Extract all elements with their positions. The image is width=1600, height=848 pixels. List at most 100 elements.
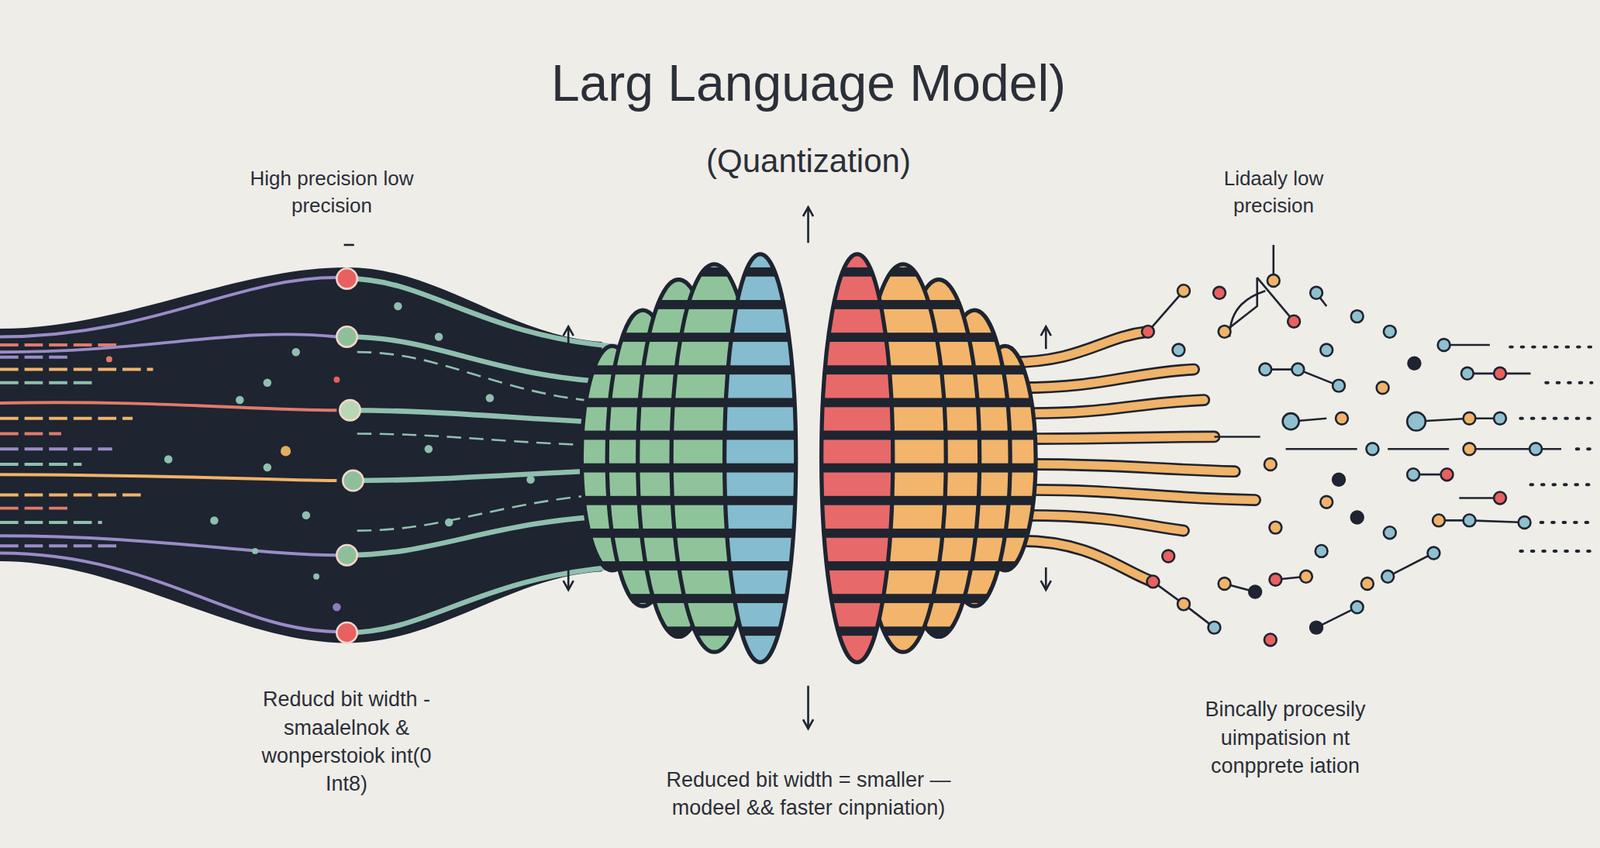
arrow-down [806,686,810,729]
dot [1351,600,1364,614]
dash-line [0,381,92,385]
dot [1320,344,1333,357]
tick-mark [344,244,355,247]
data-dashes [0,344,153,546]
dot [313,573,320,580]
tube [1035,436,1214,439]
node-dot [336,622,357,643]
dot [210,516,219,525]
stripe [561,431,1072,441]
tube [1035,464,1235,472]
dot [263,378,273,387]
subtitle-label: (Quantization) [537,139,1080,184]
stripe [561,463,1072,473]
link-line [1229,290,1266,337]
dot [1218,577,1232,590]
tube-outline [1030,400,1204,414]
stripe [561,626,1072,636]
dot [1320,496,1333,509]
stripe [561,496,1072,506]
dotted-line [1545,381,1592,385]
disc-stripes [561,267,1072,636]
stripe [561,365,1072,375]
dot [1493,367,1507,380]
dash-line [0,506,72,511]
signal-line [0,334,337,352]
dot [251,548,259,555]
dot [444,518,454,528]
dot [1332,379,1345,393]
dash-line [0,432,62,436]
dash-line [0,417,133,421]
dot [393,302,403,311]
dot [291,348,300,357]
precision-nodes [336,268,363,643]
dot [434,332,444,342]
node-dot [342,470,363,491]
dot [1218,325,1232,338]
link-line [1286,448,1358,451]
arrow-down [1044,567,1048,590]
dotted-line [1520,549,1592,553]
node-dot [336,544,357,566]
link-line [1387,448,1449,451]
dot [1406,412,1426,432]
tube [1030,400,1204,414]
dot [333,376,340,383]
link-line [1416,418,1500,422]
dot [1432,514,1445,528]
dot [1381,570,1394,583]
stripe [561,332,1072,342]
dot [1332,473,1345,487]
dot [1351,310,1364,323]
dot [526,475,535,484]
curve-line [347,566,623,634]
direction-arrows [568,206,1046,729]
tube-outline [1020,369,1194,389]
link-line [1387,553,1434,577]
tube [1025,515,1184,532]
dot [1461,367,1474,380]
dot [1376,381,1390,394]
dot [280,445,291,456]
tube [1020,369,1194,389]
curve-line [357,351,623,404]
link-line [1469,448,1562,451]
dot [1300,570,1313,583]
band-dots [106,302,535,612]
stripe [561,300,1072,310]
dot [1406,468,1420,481]
tube [1010,331,1149,363]
stripe [561,593,1072,604]
dot [1291,363,1304,376]
dot [1463,412,1476,425]
tube-outline [1020,541,1153,583]
dot [1282,413,1300,430]
tube-outline [1035,436,1214,439]
dotted-line [1576,447,1593,451]
tube-outline [1030,489,1256,500]
link-line [1272,244,1275,278]
dot [1310,286,1323,300]
dot [1177,597,1190,611]
curve-line [347,515,623,556]
curve-line [347,336,623,383]
dash-line [0,544,123,548]
arrow-up [567,326,570,349]
signal-line [0,474,337,481]
stripe [561,528,1072,538]
node-dot [336,326,357,347]
dot [106,355,113,363]
dash-line [0,493,143,497]
precision-label: High precision low precision [246,165,418,220]
dot [1315,544,1328,558]
stripe [561,267,1072,277]
tube-outline [1035,464,1235,472]
dot [1172,344,1185,357]
dot [1213,286,1226,300]
dot [1408,357,1421,370]
dot [1269,521,1283,535]
dot [1361,577,1374,590]
